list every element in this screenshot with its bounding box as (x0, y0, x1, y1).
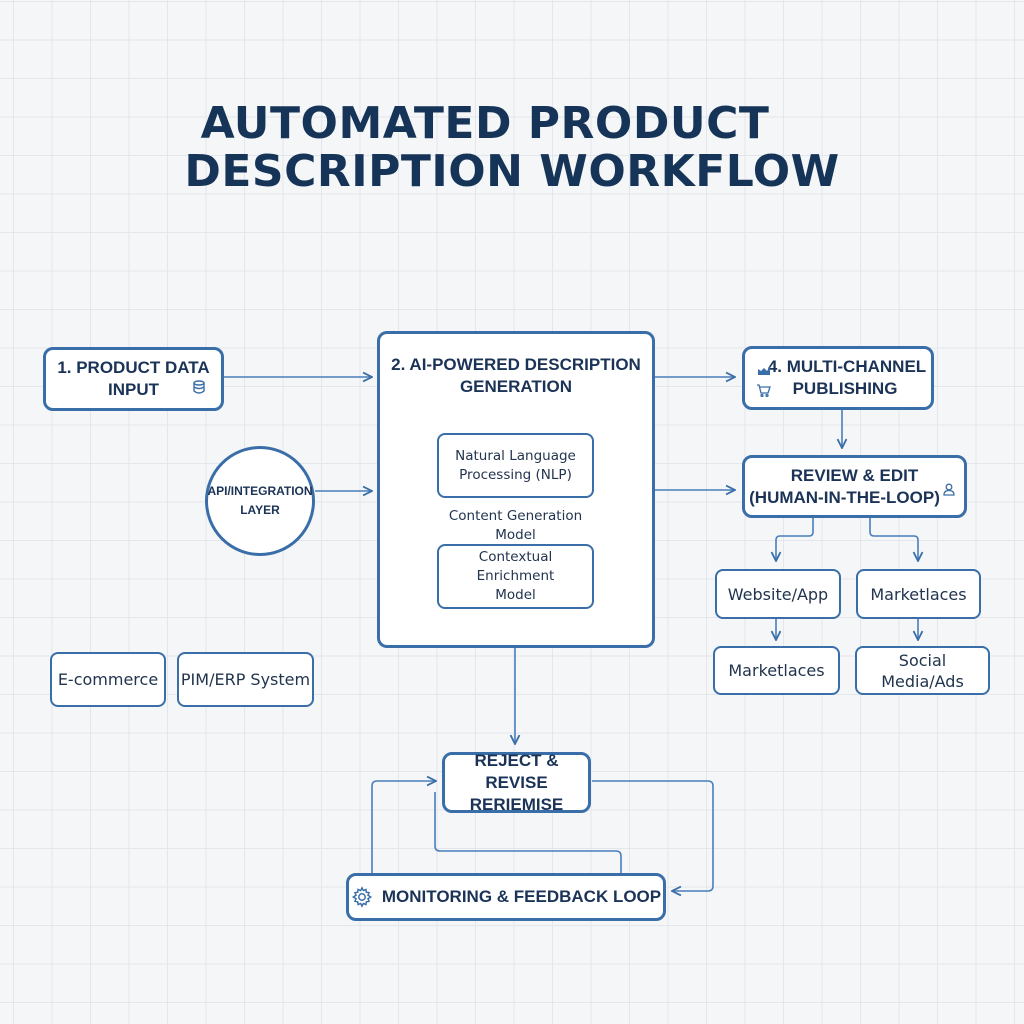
node-product-data-input[interactable]: 1. PRODUCT DATA INPUT (43, 347, 224, 411)
node-contextual-enrichment[interactable]: Contextual Enrichment Model (437, 544, 594, 609)
node-ecommerce[interactable]: E-commerce (50, 652, 166, 707)
arrow-review-to-marketplaces (869, 518, 918, 561)
monitoring-label: MONITORING & FEEDBACK LOOP (381, 887, 662, 906)
diagram-title-line-2: DESCRIPTION WORKFLOW (184, 146, 840, 197)
enrichment-line-2: Model (495, 587, 536, 603)
node-monitoring-feedback-loop[interactable]: MONITORING & FEEDBACK LOOP (346, 873, 666, 921)
multi-channel-line-1: 4. MULTI-CHANNEL (767, 357, 927, 376)
content-model-line-2: Model (495, 527, 536, 543)
arrow-review-to-website (776, 518, 814, 561)
node-marketplaces-bottom[interactable]: Marketlaces (713, 646, 840, 695)
node-marketplaces-top[interactable]: Marketlaces (856, 569, 981, 619)
api-integration-line-2: LAYER (240, 503, 280, 517)
product-data-input-line-1: 1. PRODUCT DATA (57, 358, 210, 377)
website-app-label: Website/App (727, 584, 829, 604)
nlp-line-2: Processing (NLP) (459, 466, 572, 483)
marketplaces-bottom-label: Marketlaces (728, 661, 825, 680)
user-icon (943, 483, 955, 501)
node-multi-channel-publishing[interactable]: 4. MULTI-CHANNEL PUBLISHING (742, 346, 934, 410)
node-pim-erp-system[interactable]: PIM/ERP System (177, 652, 314, 707)
gear-icon (351, 886, 373, 908)
node-reject-and-revise[interactable]: REJECT & REVISE RERIEMISE (442, 750, 591, 814)
ai-generation-line-1: 2. AI-POWERED DESCRIPTION (391, 355, 641, 374)
inbox-icon (757, 363, 771, 381)
api-integration-line-1: API/INTEGRATION (207, 484, 313, 498)
arrow-monitor-to-reject (371, 781, 436, 873)
node-website-app[interactable]: Website/App (715, 569, 841, 619)
social-media-label: Social Media/Ads (881, 650, 964, 691)
diagram-title-line-1: AUTOMATED PRODUCT (200, 98, 770, 149)
reject-revise-line-1: REJECT & REVISE (474, 750, 559, 792)
content-generation-model-label: Content Generation Model (437, 507, 594, 545)
multi-channel-line-2: PUBLISHING (792, 379, 898, 398)
node-social-media-ads[interactable]: Social Media/Ads (855, 646, 990, 695)
cart-icon (756, 384, 771, 402)
review-edit-line-1: REVIEW & EDIT (790, 465, 919, 485)
review-edit-line-2: (HUMAN-IN-THE-LOOP) (749, 487, 940, 507)
reject-revise-line-2: RERIEMISE (469, 794, 564, 814)
ecommerce-label: E-commerce (57, 670, 159, 689)
database-icon (193, 380, 205, 399)
product-data-input-line-2: INPUT (108, 380, 159, 399)
marketplaces-top-label: Marketlaces (870, 584, 967, 604)
node-nlp[interactable]: Natural Language Processing (NLP) (437, 433, 594, 498)
content-model-line-1: Content Generation (448, 508, 583, 524)
nlp-line-1: Natural Language (455, 447, 576, 464)
ai-generation-line-2: GENERATION (459, 377, 573, 396)
node-review-and-edit[interactable]: REVIEW & EDIT (HUMAN-IN-THE-LOOP) (742, 455, 967, 518)
pim-erp-label: PIM/ERP System (180, 670, 311, 689)
node-api-integration-layer[interactable]: API/INTEGRATION LAYER (205, 446, 315, 556)
enrichment-line-1: Contextual Enrichment (476, 549, 555, 584)
